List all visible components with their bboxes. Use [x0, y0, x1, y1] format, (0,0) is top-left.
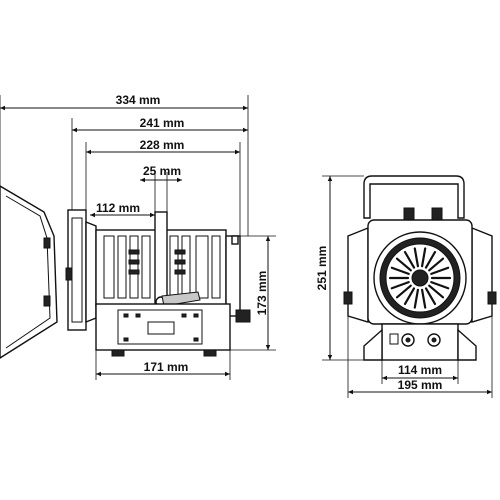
arrowhead — [327, 355, 333, 360]
base-panel — [117, 309, 203, 345]
fresnel-lens-icon — [388, 247, 452, 309]
lens-petal — [424, 250, 437, 269]
top-clip-2 — [431, 207, 443, 221]
lens-petal — [390, 266, 410, 275]
arrowhead — [243, 127, 248, 133]
gel-clip — [65, 267, 73, 281]
arrowhead — [0, 105, 5, 111]
arrowhead — [235, 149, 240, 155]
dim-195: 195 mm — [398, 378, 443, 392]
front-base-skirt — [363, 328, 383, 361]
dimension-arrows — [0, 105, 492, 395]
dim-112: 112 mm — [96, 201, 140, 215]
front-flange — [85, 220, 97, 324]
front-barn-door-right — [471, 226, 493, 323]
lens-petal — [390, 281, 410, 290]
arrowhead — [487, 389, 492, 395]
arrowhead — [225, 371, 230, 377]
side-view — [0, 185, 251, 359]
front-base-skirt-r — [457, 328, 477, 361]
lens-petal — [430, 266, 450, 275]
arrowhead — [86, 149, 91, 155]
arrowhead — [265, 345, 271, 350]
yoke-lock-handle — [161, 291, 201, 307]
lens-petal — [395, 257, 412, 272]
focus-spring — [128, 249, 186, 275]
arrowhead — [453, 375, 458, 381]
rear-knob — [235, 309, 251, 323]
lens-petal — [428, 257, 445, 272]
dim-171: 171 mm — [144, 360, 189, 374]
lens-petal — [420, 288, 427, 309]
front-base — [381, 323, 459, 361]
panel-buttons — [123, 313, 199, 342]
base-foot-left — [111, 349, 125, 357]
arrowhead — [327, 176, 333, 181]
arrowhead — [348, 389, 353, 395]
lens-petal — [403, 287, 416, 306]
barn-door-top — [0, 185, 58, 359]
base-box — [95, 303, 231, 351]
xlr-connector-icon — [389, 333, 441, 347]
display-window — [147, 321, 175, 335]
door-clip-left — [343, 291, 353, 305]
side-dimensions: 334 mm 241 mm 228 mm 25 mm 112 mm 173 mm… — [0, 93, 276, 380]
lens-petal — [424, 287, 437, 306]
arrowhead — [177, 177, 182, 183]
barn-door-hinge-2 — [43, 295, 51, 307]
arrowhead — [382, 375, 387, 381]
yoke-arm — [154, 211, 168, 305]
dim-334: 334 mm — [116, 93, 161, 107]
arrowhead — [96, 371, 101, 377]
arrowhead — [90, 212, 95, 218]
arrowhead — [140, 177, 145, 183]
lens-petal — [420, 247, 427, 268]
barn-door-hinge — [43, 237, 51, 249]
front-barn-door-left — [347, 226, 369, 323]
lens-petal — [428, 284, 445, 299]
dim-228: 228 mm — [140, 138, 185, 152]
arrowhead — [243, 105, 248, 111]
base-foot-right — [203, 349, 217, 357]
lens-petal — [413, 288, 420, 309]
front-dimensions: 251 mm 114 mm 195 mm — [315, 175, 493, 398]
arrowhead — [72, 127, 77, 133]
lens-petal — [430, 281, 450, 290]
top-clip-1 — [403, 207, 415, 221]
arrowhead — [150, 212, 155, 218]
dim-114: 114 mm — [398, 363, 442, 377]
door-clip-right — [487, 291, 497, 305]
arrowhead — [265, 236, 271, 241]
lens-petal — [413, 247, 420, 268]
dim-25: 25 mm — [143, 164, 181, 178]
lens-petal — [403, 250, 416, 269]
dim-251: 251 mm — [315, 246, 329, 291]
front-view — [343, 175, 497, 361]
yoke-handle — [363, 175, 465, 219]
rear-knob-stem — [231, 235, 239, 245]
dim-173: 173 mm — [255, 271, 269, 316]
dim-241: 241 mm — [140, 116, 185, 130]
lens-petal — [395, 284, 412, 299]
lens-center — [411, 269, 429, 287]
